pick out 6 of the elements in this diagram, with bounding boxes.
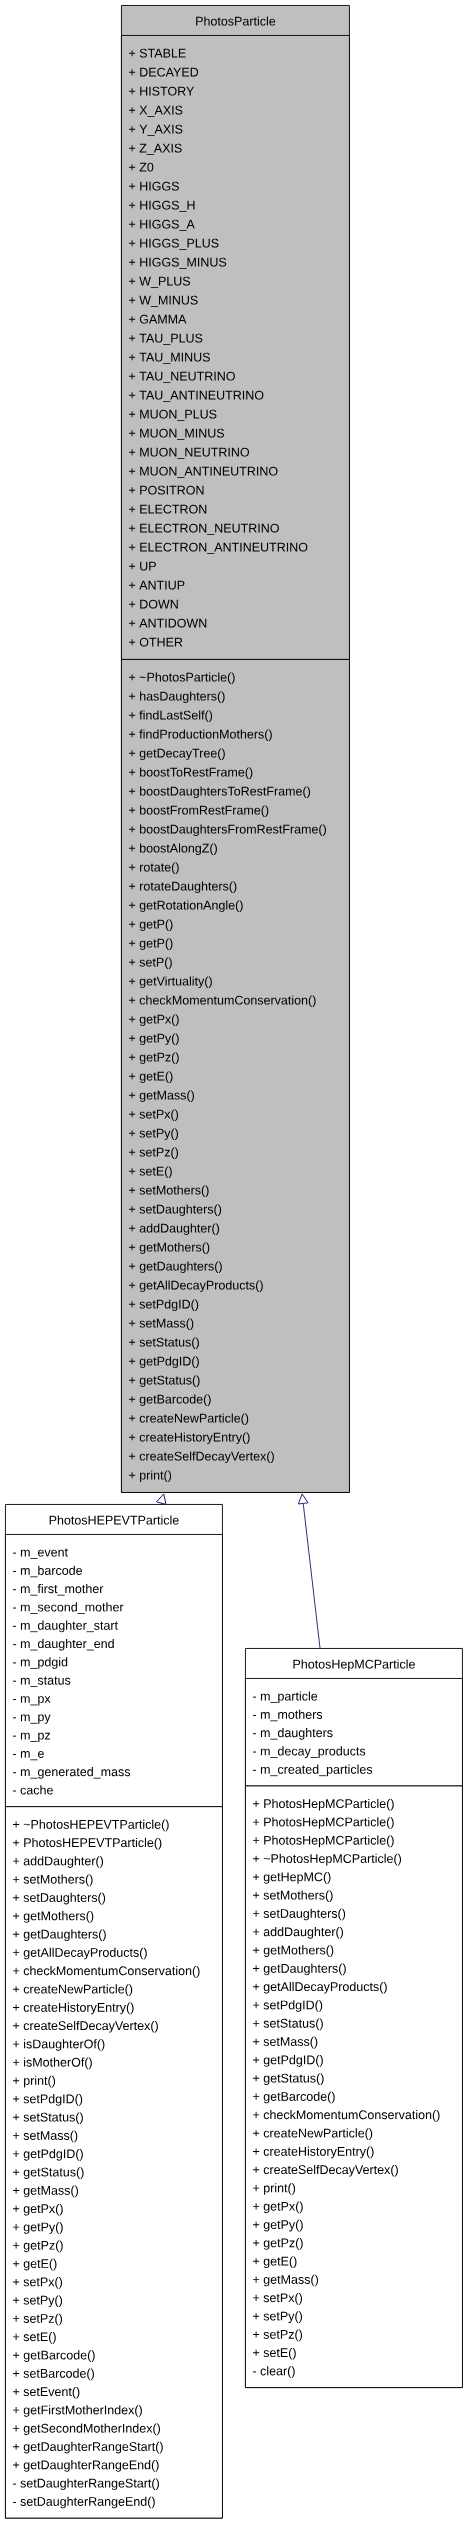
member-list: + ~PhotosParticle() + hasDaughters() + findLastSelf() + findProductionMothers() + getDecayTree() + boostToRestFrame() + boostDaughtersToRestFrame() + boostFromRestFrame() + boostDaughtersFromRestFrame() + boostAlongZ() + rotate() + rotateDaughters() + getRotationAngle() + getP() + getP() + setP() + getVirtuality() + checkMomentumConservation() + getPx() + getPy() + getPz() + getE() + getMass() + setPx() + setPy() + setPz() + setE() + setMothers() + setDaughters() + addDaughter() + getMothers() + getDaughters() + getAllDecayProducts() + setPdgID() + setMass() + setStatus() + getPdgID() + getStatus() + getBarcode() + createNewParticle() + createHistoryEntry() + createSelfDecayVertex() + print() — [121, 659, 350, 1493]
inheritance-arrow — [297, 1493, 321, 1649]
member-list: + STABLE + DECAYED + HISTORY + X_AXIS + Y_AXIS + Z_AXIS + Z0 + HIGGS + HIGGS_H + HIGGS_A + HIGGS_PLUS + HIGGS_MINUS + W_PLUS + W_MINUS + GAMMA + TAU_PLUS + TAU_MINUS + TAU_NEUTRINO + TAU_ANTINEUTRINO + MUON_PLUS + MUON_MINUS + MUON_NEUTRINO + MUON_ANTINEUTRINO + POSITRON + ELECTRON + ELECTRON_NEUTRINO + ELECTRON_ANTINEUTRINO + UP + ANTIUP + DOWN + ANTIDOWN + OTHER — [121, 35, 350, 660]
member-list: - m_particle - m_mothers - m_daughters - m_decay_products - m_created_particles — [245, 1678, 463, 1787]
member-list: - m_event - m_barcode - m_first_mother - m_second_mother - m_daughter_start - m_daughter_end - m_pdgid - m_status - m_px - m_py - m_pz - m_e - m_generated_mass - cache — [5, 1534, 223, 1808]
inheritance-arrow — [156, 1493, 167, 1505]
